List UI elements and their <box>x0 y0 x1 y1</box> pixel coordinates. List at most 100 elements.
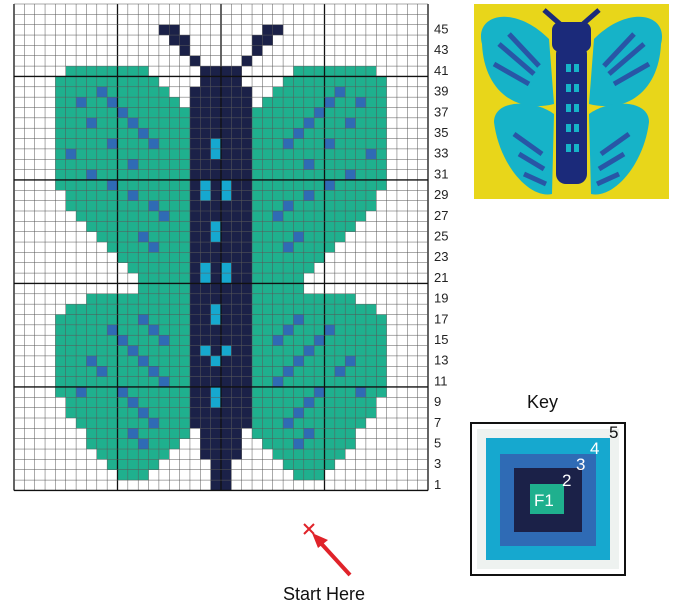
pattern-cell <box>190 221 200 231</box>
pattern-cell <box>273 408 283 418</box>
pattern-cell <box>325 294 335 304</box>
pattern-cell <box>283 242 293 252</box>
pattern-cell <box>138 263 148 273</box>
pattern-cell <box>304 76 314 86</box>
pattern-cell <box>107 418 117 428</box>
pattern-cell <box>293 377 303 387</box>
pattern-cell <box>138 87 148 97</box>
pattern-cell <box>211 397 221 407</box>
pattern-cell <box>149 418 159 428</box>
pattern-cell <box>128 325 138 335</box>
pattern-cell <box>304 170 314 180</box>
pattern-cell <box>128 66 138 76</box>
pattern-cell <box>221 470 231 480</box>
pattern-cell <box>335 294 345 304</box>
pattern-cell <box>242 108 252 118</box>
pattern-cell <box>190 315 200 325</box>
pattern-cell <box>345 97 355 107</box>
pattern-cell <box>231 242 241 252</box>
pattern-cell <box>376 118 386 128</box>
pattern-cell <box>128 304 138 314</box>
pattern-cell <box>325 97 335 107</box>
pattern-cell <box>335 211 345 221</box>
pattern-cell <box>221 118 231 128</box>
pattern-cell <box>118 232 128 242</box>
pattern-cell <box>304 221 314 231</box>
pattern-cell <box>118 346 128 356</box>
pattern-cell <box>138 211 148 221</box>
pattern-cell <box>356 66 366 76</box>
pattern-cell <box>252 128 262 138</box>
pattern-cell <box>128 190 138 200</box>
pattern-cell <box>242 346 252 356</box>
pattern-cell <box>169 283 179 293</box>
pattern-cell <box>169 428 179 438</box>
pattern-cell <box>97 159 107 169</box>
pattern-cell <box>356 118 366 128</box>
pattern-cell <box>118 159 128 169</box>
pattern-cell <box>159 294 169 304</box>
pattern-cell <box>118 294 128 304</box>
pattern-cell <box>293 139 303 149</box>
pattern-cell <box>262 325 272 335</box>
pattern-cell <box>242 242 252 252</box>
pattern-cell <box>283 315 293 325</box>
pattern-cell <box>283 346 293 356</box>
pattern-cell <box>76 128 86 138</box>
pattern-cell <box>325 232 335 242</box>
pattern-cell <box>169 180 179 190</box>
pattern-cell <box>180 263 190 273</box>
pattern-cell <box>76 190 86 200</box>
pattern-cell <box>366 180 376 190</box>
pattern-cell <box>252 387 262 397</box>
pattern-cell <box>356 211 366 221</box>
pattern-cell <box>128 346 138 356</box>
pattern-cell <box>325 387 335 397</box>
pattern-cell <box>149 294 159 304</box>
pattern-cell <box>293 418 303 428</box>
pattern-cell <box>97 108 107 118</box>
pattern-cell <box>180 304 190 314</box>
pattern-cell <box>86 428 96 438</box>
pattern-cell <box>211 159 221 169</box>
pattern-cell <box>86 418 96 428</box>
pattern-cell <box>335 149 345 159</box>
pattern-cell <box>252 366 262 376</box>
pattern-cell <box>262 170 272 180</box>
pattern-cell <box>107 346 117 356</box>
pattern-cell <box>273 283 283 293</box>
pattern-cell <box>314 128 324 138</box>
pattern-cell <box>138 201 148 211</box>
pattern-cell <box>345 108 355 118</box>
pattern-cell <box>221 211 231 221</box>
pattern-cell <box>211 366 221 376</box>
pattern-cell <box>221 418 231 428</box>
pattern-cell <box>159 377 169 387</box>
pattern-cell <box>107 242 117 252</box>
pattern-cell <box>190 118 200 128</box>
pattern-cell <box>169 397 179 407</box>
pattern-cell <box>86 128 96 138</box>
pattern-cell <box>149 377 159 387</box>
pattern-cell <box>335 387 345 397</box>
pattern-cell <box>252 45 262 55</box>
pattern-cell <box>345 139 355 149</box>
pattern-cell <box>159 439 169 449</box>
pattern-cell <box>200 170 210 180</box>
pattern-cell <box>262 335 272 345</box>
pattern-cell <box>180 418 190 428</box>
pattern-cell <box>335 201 345 211</box>
pattern-cell <box>118 397 128 407</box>
pattern-cell <box>231 428 241 438</box>
pattern-cell <box>304 346 314 356</box>
pattern-cell <box>190 97 200 107</box>
pattern-cell <box>55 139 65 149</box>
pattern-cell <box>262 221 272 231</box>
pattern-cell <box>200 118 210 128</box>
pattern-cell <box>66 335 76 345</box>
pattern-cell <box>118 108 128 118</box>
pattern-cell <box>86 66 96 76</box>
pattern-cell <box>273 108 283 118</box>
pattern-cell <box>242 159 252 169</box>
pattern-cell <box>293 408 303 418</box>
